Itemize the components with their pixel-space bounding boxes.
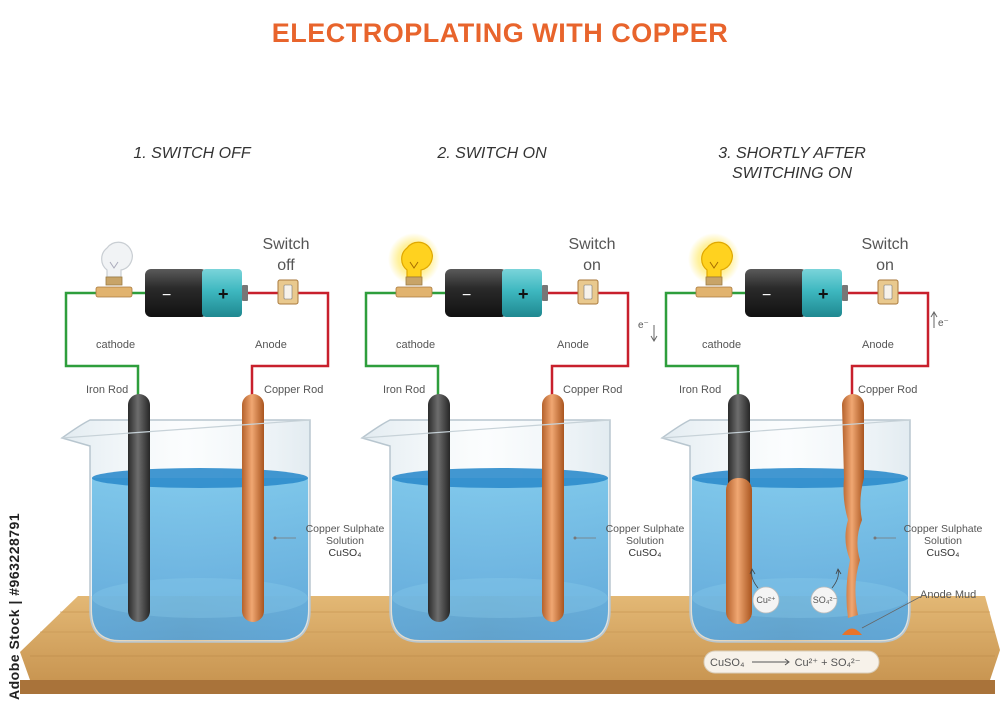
battery-icon: − +	[745, 269, 848, 317]
eroded-copper-rod	[842, 394, 864, 618]
negative-wire	[64, 291, 140, 400]
switch-label-line2: off	[277, 257, 295, 274]
copper-rod-label: Copper Rod	[563, 384, 623, 396]
light-bulb-icon	[388, 233, 440, 298]
page-title: ELECTROPLATING WITH COPPER	[271, 18, 729, 48]
switch-icon	[877, 279, 899, 305]
battery-plus: +	[218, 284, 229, 304]
cathode-label: cathode	[702, 339, 742, 351]
anode-label: Anode	[862, 339, 894, 351]
switch-icon	[577, 279, 599, 305]
electron-label-left: e⁻	[638, 320, 649, 331]
cu-ion-label: Cu²⁺	[756, 595, 776, 605]
battery-minus: −	[762, 287, 771, 304]
switch-label-line1: Switch	[568, 236, 616, 253]
switch-label-1: Switch off	[246, 234, 326, 276]
solution-label-1: Copper Sulphate Solution CuSO₄	[290, 523, 400, 559]
solution-formula: CuSO₄	[328, 547, 362, 559]
copper-rod-label: Copper Rod	[264, 384, 324, 396]
cathode-label: cathode	[396, 339, 436, 351]
step-1-heading: 1. SWITCH OFF	[133, 145, 251, 162]
panel-3: − +	[650, 233, 938, 674]
copper-rod	[242, 394, 264, 622]
copper-rod-label: Copper Rod	[858, 384, 918, 396]
anode-label: Anode	[255, 339, 287, 351]
equation-products: Cu²⁺ + SO₄²⁻	[794, 657, 861, 669]
switch-label-line2: on	[583, 257, 601, 274]
solution-label-line1: Copper Sulphate	[605, 523, 685, 535]
electron-arrow-up-icon	[930, 311, 938, 328]
copper-rod	[542, 394, 564, 622]
anode-mud	[842, 628, 862, 635]
anode-mud-label: Anode Mud	[920, 589, 977, 601]
iron-rod	[428, 394, 450, 622]
so4-ion-label: SO₄²⁻	[812, 595, 838, 605]
solution-label-2: Copper Sulphate Solution CuSO₄	[590, 523, 700, 559]
iron-rod-label: Iron Rod	[86, 384, 129, 396]
switch-icon	[277, 279, 299, 305]
solution-label-line2: Solution	[924, 535, 962, 547]
copper-plating	[726, 478, 752, 624]
negative-wire	[364, 291, 440, 400]
beaker	[60, 419, 311, 643]
anode-label: Anode	[557, 339, 589, 351]
electron-arrow-down-icon	[650, 325, 658, 342]
iron-rod-label: Iron Rod	[679, 384, 722, 396]
solution-label-line1: Copper Sulphate	[305, 523, 385, 535]
switch-label-line1: Switch	[262, 236, 310, 253]
switch-label-3: Switch on	[845, 234, 925, 276]
battery-icon: − +	[445, 269, 548, 317]
battery-plus: +	[818, 284, 829, 304]
cu-ion	[752, 586, 780, 614]
dissociation-equation: CuSO₄ Cu²⁺ + SO₄²⁻	[710, 656, 861, 669]
step-3-heading: 3. SHORTLY AFTER SWITCHING ON	[662, 144, 922, 184]
step-3-heading-line1: 3. SHORTLY AFTER	[718, 145, 866, 162]
step-3-heading-line2: SWITCHING ON	[732, 165, 852, 182]
light-bulb-icon	[95, 241, 133, 298]
solution-formula: CuSO₄	[628, 547, 662, 559]
step-2-heading: 2. SWITCH ON	[437, 145, 547, 162]
negative-wire	[664, 291, 740, 400]
so4-ion	[810, 586, 838, 614]
iron-rod-label: Iron Rod	[383, 384, 426, 396]
switch-label-line1: Switch	[861, 236, 909, 253]
solution-formula: CuSO₄	[926, 547, 960, 559]
battery-icon: − +	[145, 269, 248, 317]
cathode-label: cathode	[96, 339, 136, 351]
solution-label-line2: Solution	[626, 535, 664, 547]
switch-label-2: Switch on	[552, 234, 632, 276]
panel-2: − +	[360, 233, 630, 643]
battery-minus: −	[162, 287, 171, 304]
solution-label-line2: Solution	[326, 535, 364, 547]
electron-label-right: e⁻	[938, 318, 949, 329]
solution-label-line1: Copper Sulphate	[903, 523, 983, 535]
equation-reactant: CuSO₄	[710, 657, 745, 669]
battery-minus: −	[462, 287, 471, 304]
iron-rod	[128, 394, 150, 622]
panel-1: − +	[60, 241, 330, 643]
light-bulb-icon	[688, 233, 740, 298]
stock-watermark: Adobe Stock | #963228791	[6, 512, 22, 700]
switch-label-line2: on	[876, 257, 894, 274]
battery-plus: +	[518, 284, 529, 304]
solution-label-3: Copper Sulphate Solution CuSO₄	[888, 523, 998, 559]
